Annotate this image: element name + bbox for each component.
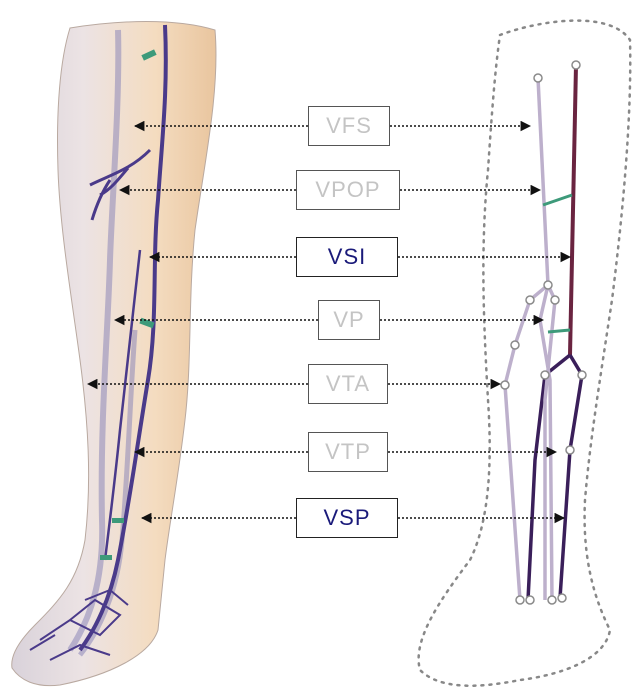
schematic-node [551, 296, 559, 304]
perforator-mark [100, 555, 112, 560]
schematic-node [501, 381, 509, 389]
schematic-outline [419, 21, 631, 686]
schematic-node [544, 281, 552, 289]
perforator-mark [543, 195, 572, 205]
schematic-deep-vein [505, 78, 555, 600]
label-text: VSP [323, 505, 370, 531]
schematic-vein-lower [528, 355, 582, 600]
schematic-node [558, 594, 566, 602]
label-vfs: VFS [308, 106, 390, 146]
schematic-node [534, 74, 542, 82]
label-text: VPOP [315, 177, 380, 203]
schematic-node [566, 446, 574, 454]
schematic-node [511, 341, 519, 349]
label-text: VTP [325, 439, 371, 465]
schematic-leg [419, 21, 631, 686]
schematic-node [541, 371, 549, 379]
label-vsp: VSP [296, 498, 398, 538]
schematic-node [526, 596, 534, 604]
schematic-vein-great-saphenous [570, 65, 576, 355]
schematic-node [516, 596, 524, 604]
label-vsi: VSI [296, 237, 398, 277]
label-vtp: VTP [308, 432, 388, 472]
perforator-mark [112, 518, 124, 523]
schematic-node [526, 296, 534, 304]
label-vp: VP [318, 300, 380, 340]
label-text: VFS [326, 113, 372, 139]
anatomical-leg [12, 22, 216, 686]
label-text: VSI [328, 244, 366, 270]
perforator-mark [548, 330, 570, 332]
schematic-node [572, 61, 580, 69]
label-vpop: VPOP [296, 170, 400, 210]
label-vta: VTA [308, 364, 388, 404]
label-text: VP [333, 307, 364, 333]
label-text: VTA [326, 371, 370, 397]
schematic-node [578, 371, 586, 379]
schematic-node [548, 596, 556, 604]
